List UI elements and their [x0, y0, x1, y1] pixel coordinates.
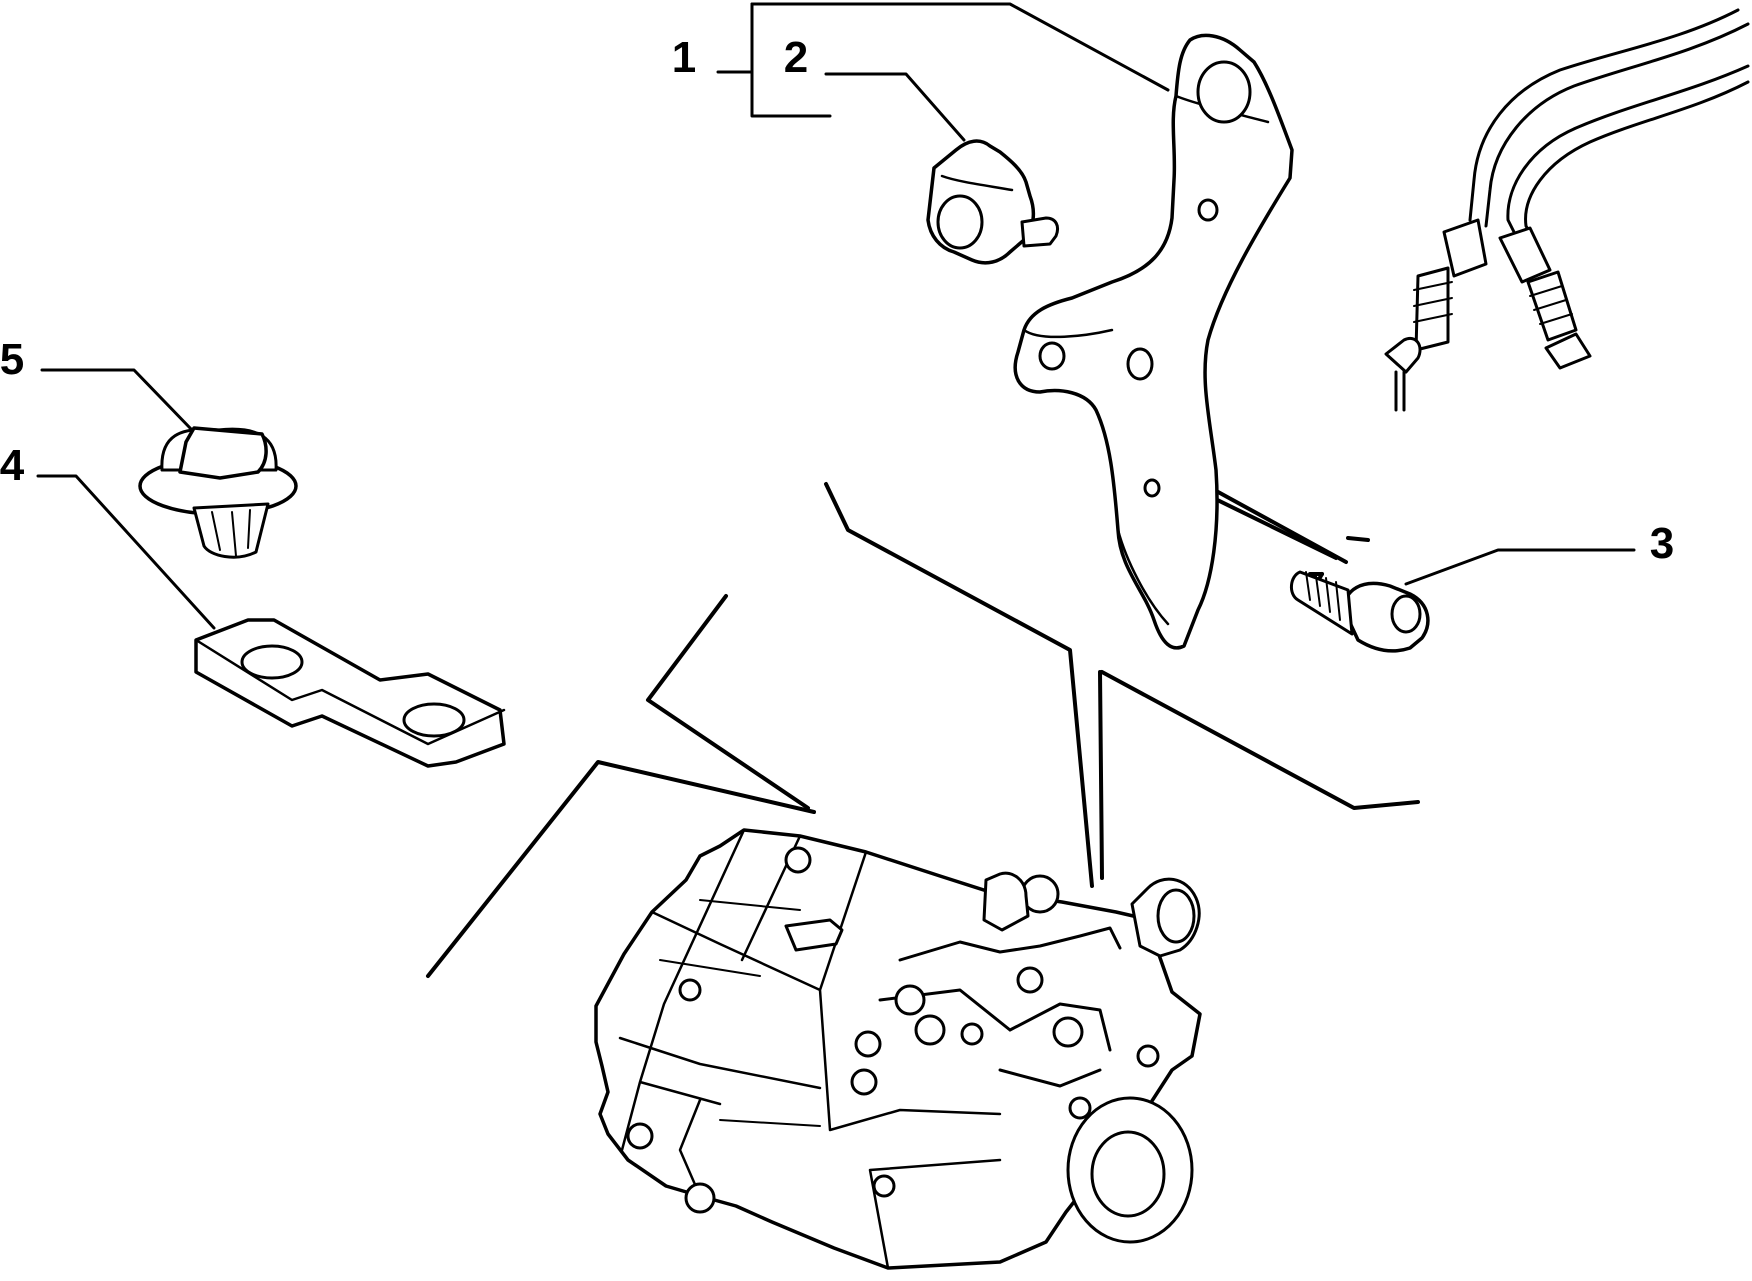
bracket-hole-top — [1196, 60, 1252, 124]
callout-label-3: 3 — [1650, 519, 1674, 568]
callout-label-5: 5 — [0, 335, 24, 384]
bracket-hole-center — [1126, 347, 1154, 381]
callout-label-4: 4 — [0, 441, 25, 490]
leader-line-3 — [1404, 548, 1636, 586]
support-plate — [194, 618, 506, 768]
cable-retaining-clip — [926, 139, 1060, 265]
gear-selector-cables — [1384, 8, 1750, 412]
shift-lever-bracket — [1013, 33, 1294, 650]
bracket-hole-left — [1038, 341, 1066, 371]
push-clip — [138, 426, 298, 559]
leader-line-4 — [36, 474, 216, 630]
callout-label-2: 2 — [784, 33, 808, 82]
leader-line-1 — [716, 2, 1170, 118]
support-plate-hole-2 — [402, 702, 466, 738]
bracket-hole-mid — [1197, 198, 1219, 222]
bracket-hole-lower — [1143, 478, 1161, 498]
gearbox-assembly — [594, 828, 1202, 1270]
flange-bolt — [1290, 570, 1430, 653]
callout-label-1: 1 — [672, 33, 696, 82]
leader-line-2 — [824, 72, 966, 142]
leader-line-5 — [40, 368, 194, 432]
support-plate-hole-1 — [240, 644, 304, 680]
